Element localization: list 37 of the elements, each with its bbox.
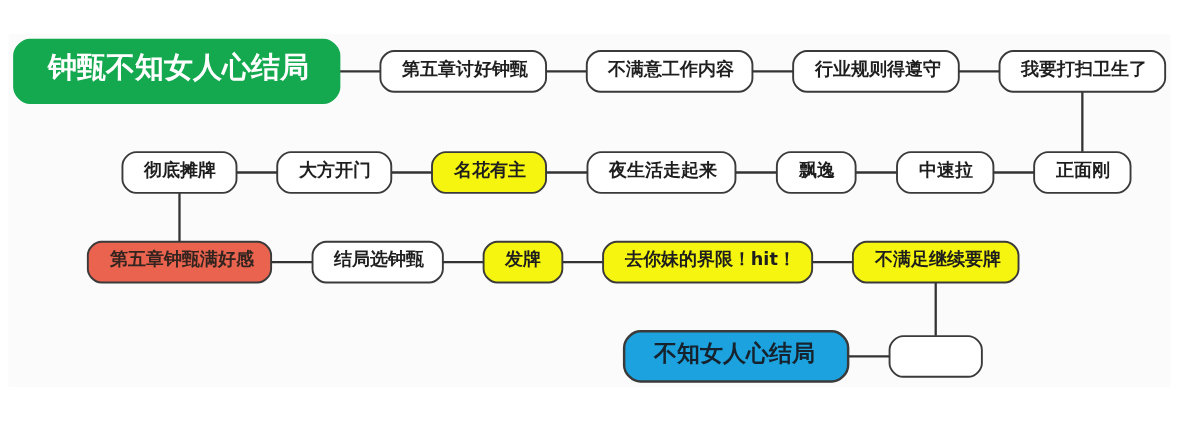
node-box: [888, 335, 983, 378]
node-box: 第五章钟甄满好感: [86, 240, 273, 284]
connector: [442, 260, 484, 264]
node-box: 去你妹的界限！hit！: [602, 240, 814, 284]
node-box: 发牌: [482, 240, 564, 284]
connector: [1081, 92, 1084, 152]
connector: [735, 171, 777, 174]
node-box: 第五章讨好钟甄: [379, 50, 547, 93]
connector: [178, 193, 181, 242]
node-box: 我要打扫卫生了: [998, 50, 1167, 93]
connector: [752, 70, 794, 73]
connector: [546, 70, 587, 73]
node-box: 大方开门: [276, 151, 393, 194]
node-box: 不满意工作内容: [585, 50, 754, 93]
connector: [340, 70, 381, 73]
connector: [812, 260, 853, 264]
node-box: 结局选钟甄: [311, 240, 444, 284]
node-box: 行业规则得遵守: [792, 50, 960, 93]
node-box: 中速拉: [896, 151, 995, 194]
node-box: 彻底摊牌: [121, 151, 238, 194]
connector: [271, 260, 313, 264]
node-box: 不知女人心结局: [622, 330, 850, 383]
node-box: 飘逸: [775, 151, 857, 194]
connector: [562, 260, 603, 264]
connector: [934, 282, 937, 336]
connector: [391, 171, 432, 174]
node-box: 夜生活走起来: [586, 151, 737, 194]
node-box: 不满足继续要牌: [851, 240, 1020, 284]
connector: [236, 171, 278, 174]
connector: [546, 171, 588, 174]
connector: [856, 171, 897, 174]
node-box: 钟甄不知女人心结局: [13, 38, 341, 104]
node-box: 名花有主: [431, 151, 547, 194]
connector: [848, 355, 890, 358]
node-box: 正面刚: [1033, 151, 1132, 194]
connector: [959, 70, 1000, 73]
connector: [993, 171, 1035, 174]
